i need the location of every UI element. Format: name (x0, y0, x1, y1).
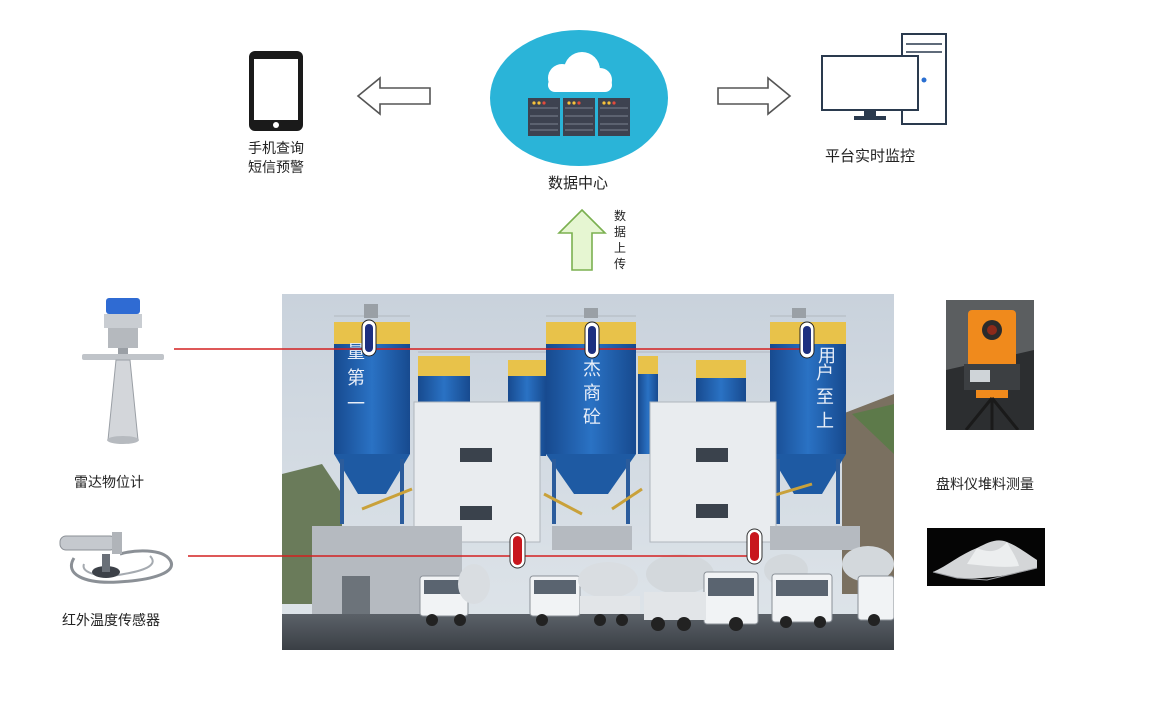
stockpile-scanner-photo (946, 300, 1034, 430)
infrared-temperature-sensor-icon (59, 532, 173, 584)
data-center-label: 数据中心 (547, 174, 608, 192)
phone-icon (249, 51, 303, 131)
stockpile-measure-label: 盘料仪堆料测量 (936, 477, 1034, 493)
arrow-right-icon (717, 76, 792, 116)
upload-label-char: 数 (613, 209, 626, 223)
data-center-icon (490, 30, 668, 166)
silo-char: 杰 (583, 359, 601, 380)
radar-level-marker (584, 321, 600, 359)
radar-meter-label: 雷达物位计 (74, 475, 144, 491)
temperature-marker (746, 528, 763, 565)
silo-char: 量 (347, 342, 365, 363)
phone-label-line1: 手机查询 (248, 141, 304, 157)
silo-text-right-top: 用 (818, 346, 836, 367)
radar-level-marker (799, 321, 815, 359)
silo-char: 至 (816, 387, 834, 408)
silo-char: 上 (816, 411, 834, 432)
silo-char: 商 (583, 383, 601, 404)
silo-char: 户 (816, 363, 834, 384)
silo-char: 第 (347, 368, 365, 389)
stockpile-3d-model-image (927, 528, 1045, 586)
silo-text-right: 户 至 上 (812, 362, 838, 434)
upload-label-char: 据 (613, 225, 626, 239)
desktop-computer-icon (821, 33, 947, 125)
upload-label-char: 传 (613, 257, 626, 271)
arrow-left-icon (356, 76, 431, 116)
upload-label-char: 上 (613, 241, 626, 255)
silo-char: 一 (347, 394, 365, 415)
radar-level-meter-icon (82, 298, 164, 444)
radar-level-marker (361, 319, 377, 357)
silo-text-left: 量 第 一 (344, 340, 368, 418)
temperature-marker (509, 532, 526, 569)
infrared-sensor-label: 红外温度传感器 (62, 613, 160, 629)
silo-char: 砼 (583, 407, 601, 428)
upload-arrow-icon (557, 208, 607, 271)
silo-text-middle: 杰 商 砼 (578, 358, 606, 430)
phone-label-line2: 短信预警 (248, 160, 304, 176)
upload-label: 数 据 上 传 (612, 208, 628, 272)
monitor-label: 平台实时监控 (825, 147, 916, 165)
